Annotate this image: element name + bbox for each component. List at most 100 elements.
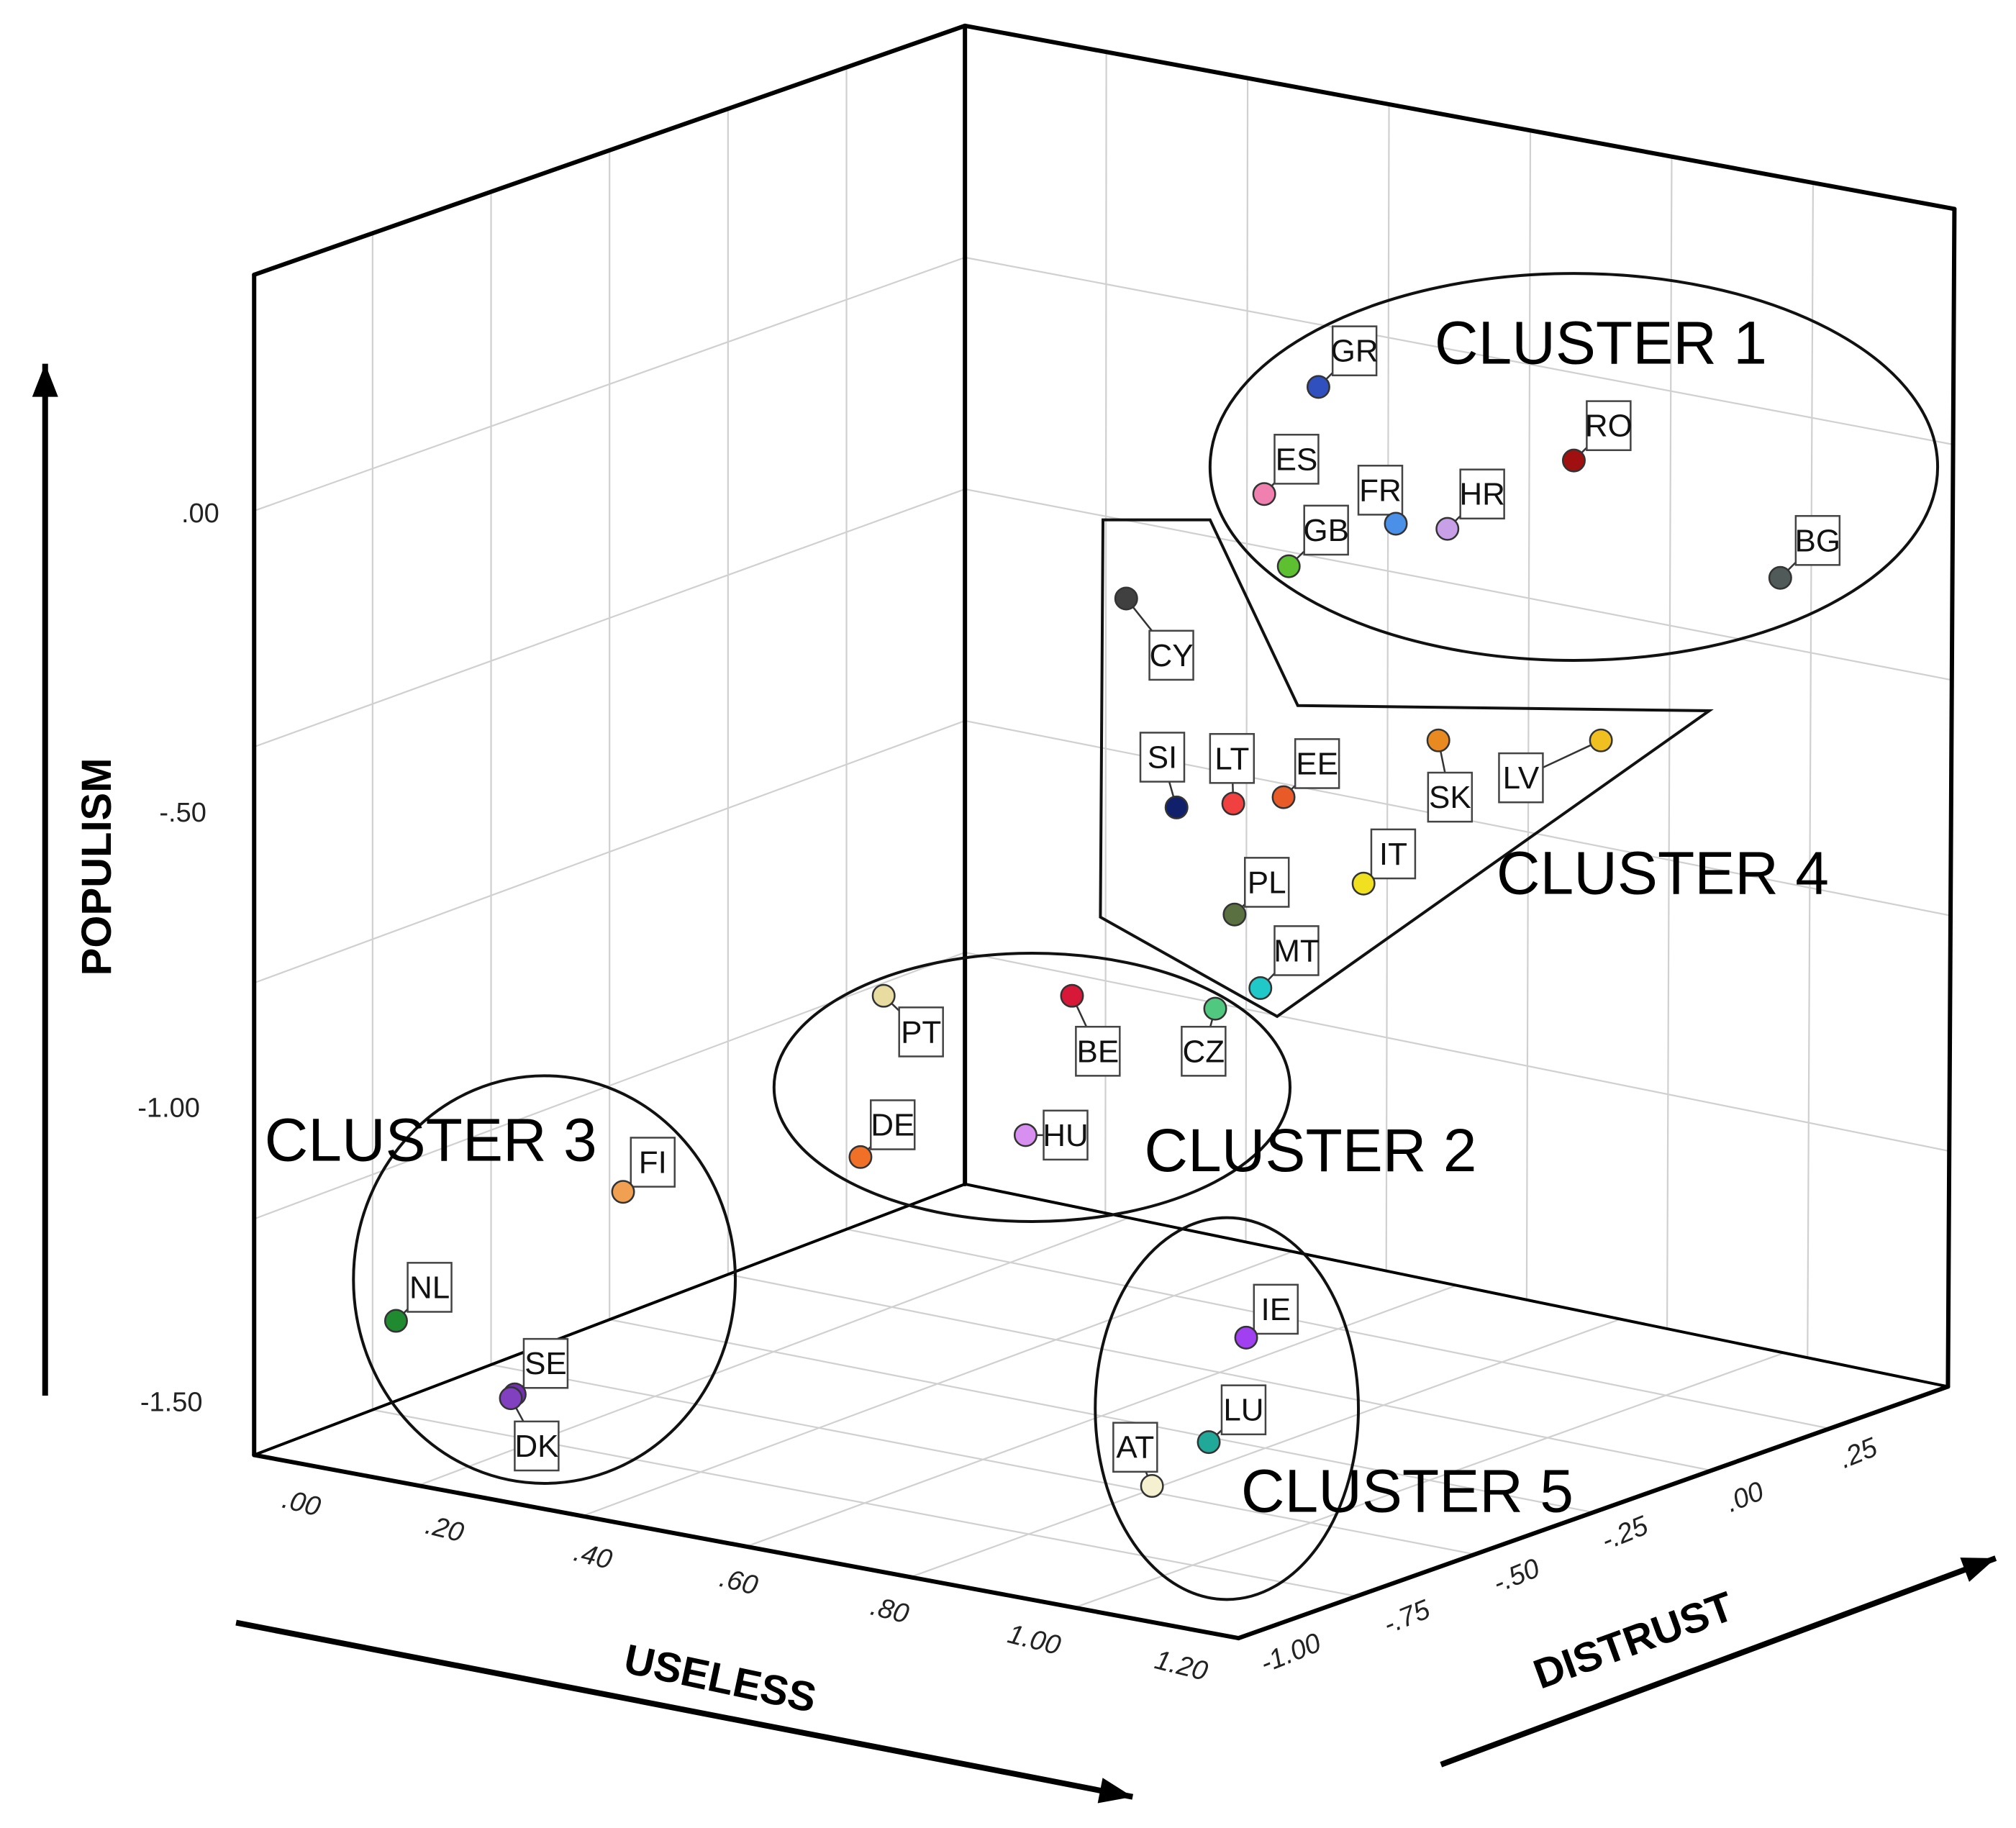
cluster-3-outline <box>352 1074 737 1485</box>
point-marker <box>1768 565 1792 590</box>
left-wall-gridline <box>253 951 966 1220</box>
point-si: SI <box>1139 732 1189 819</box>
floor-gridline <box>727 1273 1712 1472</box>
point-ee: EE <box>1271 738 1340 809</box>
point-label-box <box>1459 468 1505 520</box>
y-axis-arrow-head <box>1960 1558 1996 1582</box>
point-mt: MT <box>1248 925 1320 1000</box>
point-label-box <box>870 1099 916 1150</box>
point-label: CZ <box>1183 1034 1225 1069</box>
cluster-label-4: CLUSTER 4 <box>1497 840 1829 907</box>
point-label: FR <box>1359 473 1402 508</box>
point-marker <box>1435 517 1460 541</box>
floor-right-edge <box>1236 1384 1951 1641</box>
point-label-box <box>407 1262 453 1313</box>
point-label: ES <box>1276 442 1318 477</box>
point-lu: LU <box>1197 1384 1267 1455</box>
point-marker <box>1351 871 1376 896</box>
point-label: GB <box>1303 513 1349 548</box>
top-left-edge <box>252 23 968 277</box>
point-marker <box>1060 983 1084 1008</box>
point-label: DK <box>514 1429 558 1464</box>
x-tick-label: 1.00 <box>1004 1619 1063 1661</box>
point-label: RO <box>1585 409 1633 444</box>
y-axis-arrow <box>1440 1555 1997 1768</box>
right-wall-gridline <box>1525 130 1532 1300</box>
point-ie: IE <box>1234 1283 1299 1350</box>
z-axis-arrow-head <box>32 363 58 397</box>
point-marker <box>1222 902 1247 927</box>
point-pl: PL <box>1222 857 1290 927</box>
x-axis-arrow <box>235 1619 1134 1800</box>
point-nl: NL <box>383 1262 453 1333</box>
point-marker <box>1203 996 1227 1021</box>
point-label: LV <box>1503 760 1540 796</box>
cluster-label-1: CLUSTER 1 <box>1435 309 1767 377</box>
point-gr: GR <box>1306 325 1379 399</box>
right-vertical-edge <box>1945 206 1957 1389</box>
point-marker <box>848 1145 873 1169</box>
frame-layer <box>252 23 1957 1641</box>
point-dk: DK <box>499 1386 560 1472</box>
point-label: CY <box>1149 638 1193 673</box>
z-axis-title: POPULISM <box>73 758 120 976</box>
point-marker <box>1164 795 1189 819</box>
x-tick-label: .20 <box>422 1510 466 1549</box>
cluster-4-outline <box>1099 518 1714 1019</box>
cluster-label-3: CLUSTER 3 <box>265 1106 597 1174</box>
point-gb: GB <box>1276 504 1349 578</box>
point-label-box <box>1303 504 1349 556</box>
floor-back-left-edge <box>253 1182 967 1457</box>
z-tick-label: .00 <box>181 499 219 529</box>
point-marker <box>1426 728 1450 752</box>
point-label-box <box>1209 732 1256 784</box>
point-label-box <box>522 1337 569 1389</box>
point-hr: HR <box>1435 468 1505 541</box>
point-pt: PT <box>871 983 944 1058</box>
point-label: HR <box>1459 477 1505 512</box>
cluster-1-outline <box>1208 272 1940 663</box>
point-fr: FR <box>1357 465 1408 536</box>
y-tick-label: .00 <box>1722 1476 1768 1519</box>
left-wall-gridline <box>253 719 966 984</box>
x-tick-label: 1.20 <box>1152 1645 1211 1687</box>
point-label-box <box>1498 752 1544 804</box>
point-marker <box>1114 586 1138 611</box>
point-label: DE <box>871 1107 914 1142</box>
point-marker <box>1589 728 1613 752</box>
point-label-box <box>514 1420 560 1472</box>
point-be: BE <box>1060 983 1121 1077</box>
floor-back-right-edge <box>963 1182 1950 1388</box>
x-tick-label: .60 <box>717 1563 760 1601</box>
point-marker <box>499 1386 523 1411</box>
point-marker <box>1252 482 1276 506</box>
point-label-box <box>1331 325 1378 377</box>
point-marker <box>1306 375 1330 399</box>
right-wall-gridline <box>964 256 1953 445</box>
point-label-box <box>1139 732 1186 783</box>
x-tick-label: .40 <box>571 1537 614 1575</box>
grid-layer <box>253 52 1953 1609</box>
point-lt: LT <box>1209 732 1256 816</box>
point-sk: SK <box>1426 728 1474 823</box>
point-marker <box>1013 1123 1037 1147</box>
point-label: PT <box>901 1014 941 1050</box>
cluster-5-outline <box>1094 1216 1361 1601</box>
point-label-box <box>1220 1384 1267 1436</box>
point-label: FI <box>639 1145 667 1180</box>
point-label-box <box>1043 1109 1089 1161</box>
point-se: SE <box>502 1337 569 1406</box>
z-tick-label: -1.50 <box>140 1388 203 1418</box>
point-label-box <box>1357 465 1404 516</box>
point-label-box <box>1273 925 1320 976</box>
floor-gridline <box>846 1228 1830 1429</box>
point-label: IT <box>1379 837 1407 872</box>
point-label: HU <box>1043 1118 1089 1153</box>
point-label-box <box>1794 514 1841 566</box>
point-label: BG <box>1795 523 1841 558</box>
point-marker <box>1234 1325 1258 1350</box>
y-axis-title: DISTRUST <box>1527 1583 1740 1698</box>
